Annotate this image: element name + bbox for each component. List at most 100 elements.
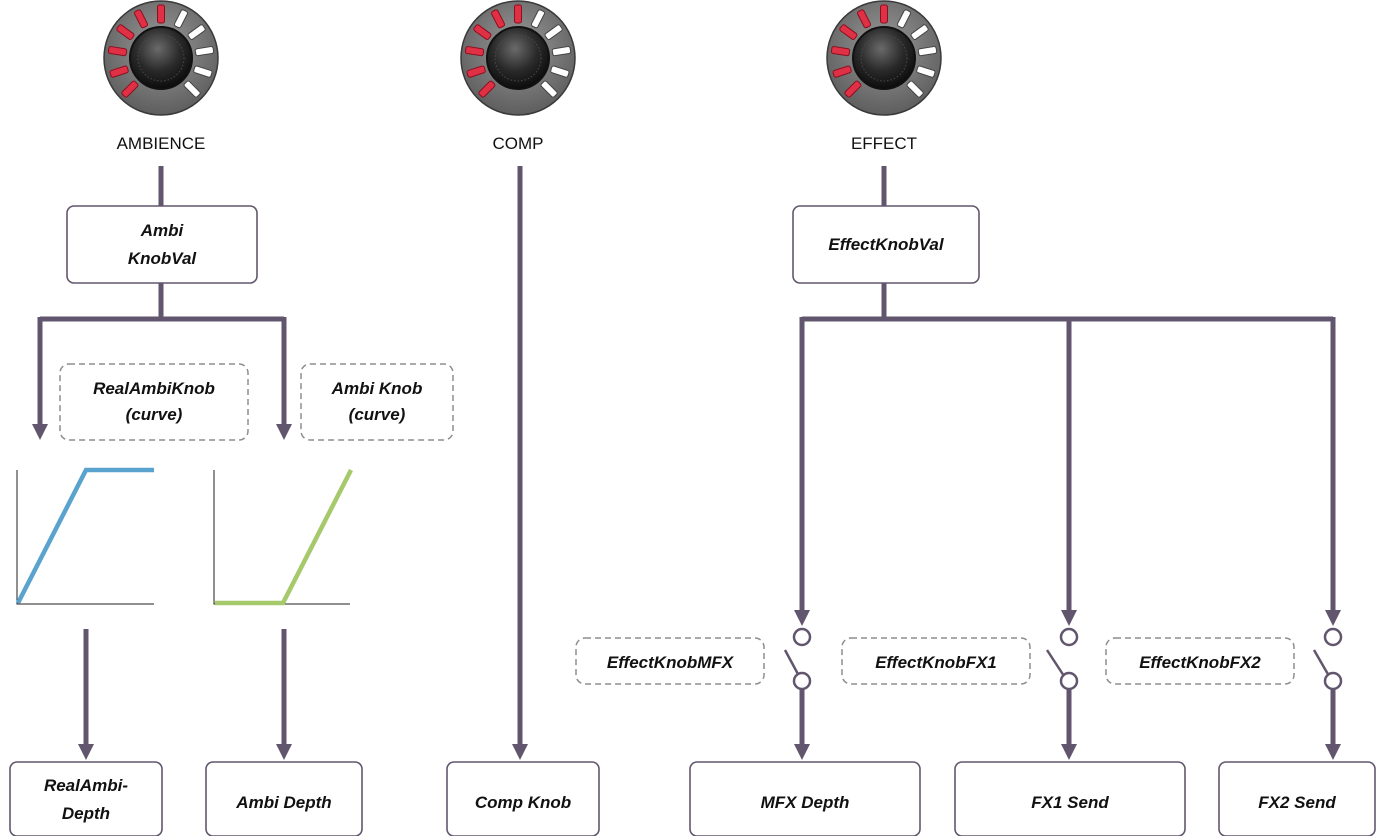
box-label-line: KnobVal <box>128 249 198 268</box>
switch-terminal <box>1323 627 1343 647</box>
led-segment-on <box>134 9 149 29</box>
led-segment-on <box>491 9 506 29</box>
ambience-knob[interactable] <box>103 0 219 116</box>
box-label: MFX Depth <box>761 793 850 812</box>
arrowhead <box>1325 610 1341 626</box>
ambi-knobval-box[interactable]: Ambi KnobVal <box>66 205 258 284</box>
led-segment-on <box>478 80 496 98</box>
led-segment-on <box>844 80 862 98</box>
effect-knob-fx1-label: EffectKnobFX1 <box>841 637 1031 685</box>
real-ambi-knob-curve-graph <box>15 467 154 605</box>
curve-line <box>15 467 154 605</box>
knob-cap <box>852 26 916 90</box>
switch-blade <box>1312 649 1331 677</box>
switch-terminal <box>1059 627 1079 647</box>
effect-knob-mfx-label: EffectKnobMFX <box>575 637 765 685</box>
led-segment-on <box>121 80 139 98</box>
led-segment-off <box>530 9 545 29</box>
led-segment-on <box>830 46 851 57</box>
graph-axes <box>213 470 350 605</box>
box-label: EffectKnobVal <box>828 235 945 254</box>
switch-label: EffectKnobFX1 <box>875 653 997 672</box>
led-segment-on <box>832 65 852 78</box>
fx2-switch[interactable] <box>1312 627 1343 691</box>
switch-terminal <box>1323 671 1343 691</box>
effect-knob-fx2-label: EffectKnobFX2 <box>1105 637 1295 685</box>
led-segment-off <box>551 46 572 57</box>
led-segment-off <box>193 65 213 78</box>
switch-label: EffectKnobMFX <box>607 653 735 672</box>
led-segment-off <box>550 65 570 78</box>
switch-label: EffectKnobFX2 <box>1139 653 1261 672</box>
box-label-line: Ambi <box>140 221 185 240</box>
label-line: Ambi Knob <box>331 379 423 398</box>
ambi-knob-curve-label: Ambi Knob (curve) <box>300 363 454 441</box>
led-segment-off <box>194 46 215 57</box>
real-ambi-depth-box[interactable]: RealAmbi- Depth <box>9 761 163 836</box>
led-segment-off <box>896 9 911 29</box>
comp-knob[interactable] <box>460 0 576 116</box>
switch-terminal <box>1059 671 1079 691</box>
led-segment-on <box>464 46 485 57</box>
arrowhead <box>794 744 810 760</box>
curve-line <box>215 468 354 606</box>
arrowhead <box>32 424 48 440</box>
knob-led-ring <box>464 4 572 98</box>
arrowhead <box>276 424 292 440</box>
arrowhead <box>1325 744 1341 760</box>
switch-blade <box>783 649 801 677</box>
label-line: (curve) <box>349 405 406 424</box>
comp-knob-box[interactable]: Comp Knob <box>446 761 600 836</box>
box-label-line: RealAmbi- <box>44 776 128 795</box>
effect-knob[interactable] <box>826 0 942 116</box>
mfx-switch[interactable] <box>783 627 812 691</box>
led-segment-on <box>466 65 486 78</box>
effect-knob-label: EFFECT <box>851 134 917 153</box>
arrowhead <box>276 744 292 760</box>
fx2-send-box[interactable]: FX2 Send <box>1218 761 1376 836</box>
arrowhead <box>1061 744 1077 760</box>
led-segment-on <box>857 9 872 29</box>
box-label: FX1 Send <box>1031 793 1109 812</box>
led-segment-on <box>107 46 128 57</box>
knob-led-ring <box>107 4 215 98</box>
led-segment-off <box>916 65 936 78</box>
arrowhead <box>794 610 810 626</box>
knob-grip <box>494 34 542 82</box>
mfx-depth-box[interactable]: MFX Depth <box>689 761 921 836</box>
ambi-depth-box[interactable]: Ambi Depth <box>205 761 363 836</box>
real-ambi-knob-curve-label: RealAmbiKnob (curve) <box>59 363 249 441</box>
label-line: RealAmbiKnob <box>93 379 215 398</box>
led-segment-on <box>514 4 522 24</box>
label-line: (curve) <box>126 405 183 424</box>
led-segment-off <box>917 46 938 57</box>
box-label-line: Depth <box>62 804 110 823</box>
led-segment-on <box>116 24 135 40</box>
effect-knobval-box[interactable]: EffectKnobVal <box>792 205 980 284</box>
switch-terminal <box>792 627 812 647</box>
led-segment-on <box>157 4 165 24</box>
switch-terminal <box>792 671 812 691</box>
arrowheads <box>32 424 1341 760</box>
led-segment-off <box>906 80 924 98</box>
fx1-switch[interactable] <box>1045 627 1079 691</box>
ambience-knob-label: AMBIENCE <box>117 134 206 153</box>
led-segment-on <box>473 24 492 40</box>
led-segment-off <box>183 80 201 98</box>
led-segment-on <box>880 4 888 24</box>
led-segment-on <box>839 24 858 40</box>
knob-led-ring <box>830 4 938 98</box>
graph-axes <box>16 470 154 605</box>
comp-knob-label: COMP <box>493 134 544 153</box>
led-segment-off <box>173 9 188 29</box>
ambi-knob-curve-graph <box>213 468 354 606</box>
led-segment-off <box>187 24 206 40</box>
arrowhead <box>78 744 94 760</box>
box-label: FX2 Send <box>1258 793 1336 812</box>
arrowhead <box>1061 610 1077 626</box>
led-segment-off <box>540 80 558 98</box>
led-segment-on <box>109 65 129 78</box>
knob-grip <box>137 34 185 82</box>
fx1-send-box[interactable]: FX1 Send <box>954 761 1186 836</box>
